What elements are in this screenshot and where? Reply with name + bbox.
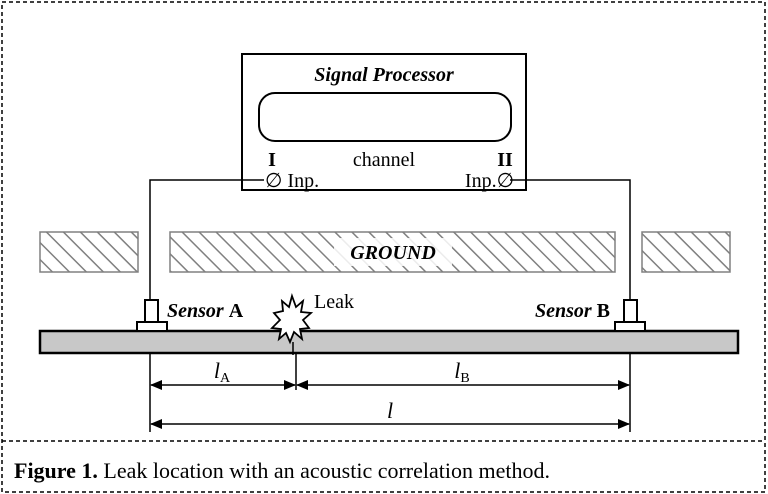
caption-bold: Figure 1. — [14, 458, 98, 483]
sensor-a-body — [144, 299, 159, 323]
processor-title: Signal Processor — [314, 64, 454, 86]
ground: GROUND — [39, 231, 731, 273]
ground-block-right — [641, 231, 731, 273]
dim-lb-sub: B — [460, 371, 469, 386]
figure-caption: Figure 1. Leak location with an acoustic… — [14, 458, 550, 483]
wire-sensor-b — [510, 179, 631, 300]
wire-sensor-a — [149, 179, 264, 300]
pipe — [38, 329, 740, 355]
sensor-a-letter: A — [229, 300, 244, 322]
input-left-terminal: ∅ Inp. — [265, 170, 319, 192]
ground-label: GROUND — [350, 242, 436, 264]
sensor-b-body — [623, 299, 638, 323]
signal-processor: Signal Processor I channel II ∅ Inp. Inp… — [241, 53, 527, 192]
sensor-b-label: Sensor B — [535, 300, 610, 322]
dim-label-lb: lB — [454, 358, 469, 386]
sensor-a-word: Sensor — [167, 300, 224, 322]
dim-la-base: l — [214, 358, 220, 383]
leak-label: Leak — [314, 291, 354, 313]
channel-label: channel — [353, 149, 416, 171]
sensor-a-base — [136, 321, 168, 332]
sensor-a-label: Sensor A — [167, 300, 244, 322]
input-right-terminal: Inp.∅ — [465, 170, 514, 192]
dim-lb-base: l — [454, 358, 460, 383]
sensor-b-base — [614, 321, 646, 332]
sensor-b-letter: B — [597, 300, 610, 322]
processor-display — [258, 92, 512, 142]
sensor-a: Sensor A — [136, 299, 244, 332]
dim-label-l: l — [387, 398, 393, 423]
input-I-label: I — [268, 149, 276, 171]
input-II-label: II — [497, 149, 513, 171]
sensor-b-word: Sensor — [535, 300, 592, 322]
caption-text: Leak location with an acoustic correlati… — [98, 458, 550, 483]
dim-label-la: lA — [214, 358, 231, 386]
ground-label-bg — [334, 238, 452, 266]
sensor-b: Sensor B — [535, 299, 646, 332]
dim-la-sub: A — [220, 371, 231, 386]
leak-burst-icon — [270, 293, 314, 355]
ground-block-left — [39, 231, 139, 273]
